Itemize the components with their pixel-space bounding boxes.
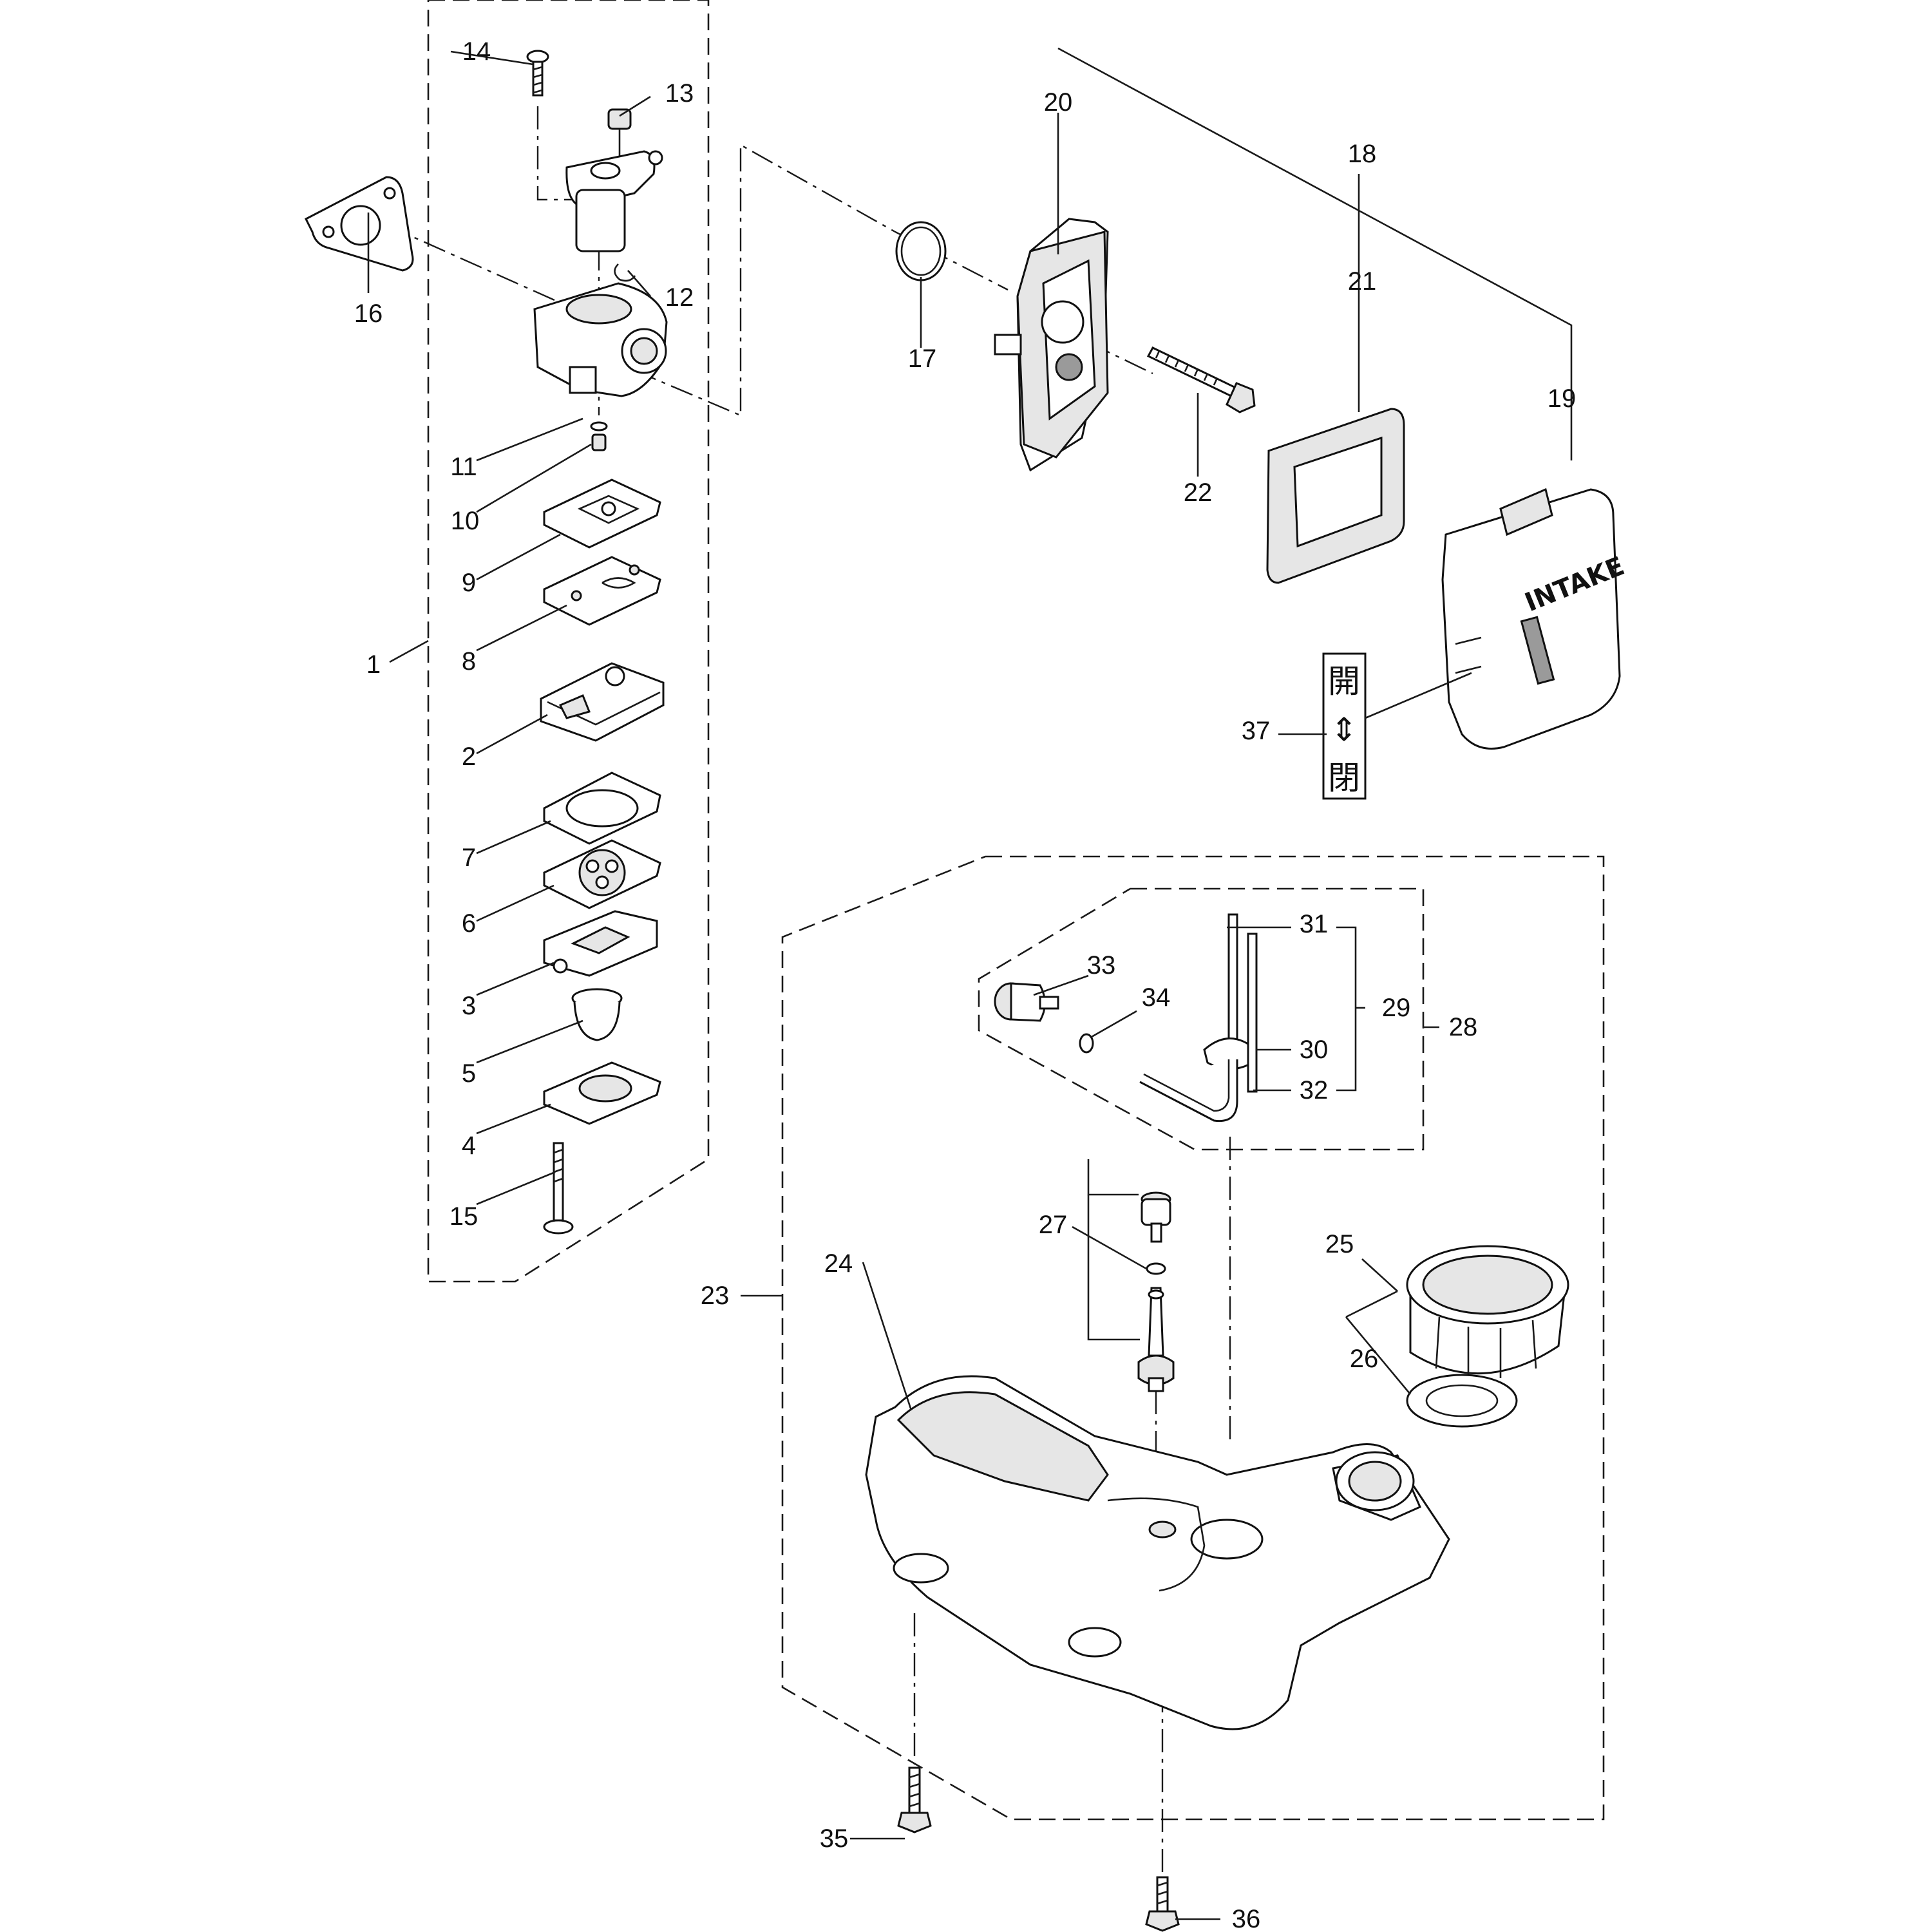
pickup-group-frame — [978, 887, 1425, 1151]
part-24-fuel-tank — [865, 1375, 1450, 1730]
label-arrow-glyph: ⇕ — [1331, 711, 1358, 748]
callout-15: 15 — [450, 1202, 478, 1231]
callout-24: 24 — [824, 1249, 853, 1278]
label-close-glyph: 閉 — [1328, 759, 1360, 797]
part-32-fuel-pipe — [1139, 933, 1258, 1122]
callout-6: 6 — [462, 909, 476, 938]
carburetor-body — [533, 282, 668, 397]
part-10-inlet-needle — [591, 433, 607, 451]
callout-12: 12 — [665, 283, 694, 312]
callout-19: 19 — [1548, 384, 1577, 413]
callout-numbers: 14 13 12 16 11 10 9 8 1 2 7 6 3 5 4 15 2… — [354, 37, 1577, 1932]
part-6-diaphragm — [543, 839, 661, 909]
part-11-o-ring — [590, 421, 608, 431]
part-36-screw — [1145, 1876, 1180, 1932]
callout-31: 31 — [1300, 910, 1329, 938]
part-17-o-ring — [895, 221, 947, 281]
part-14-screw — [526, 50, 549, 97]
callout-34: 34 — [1142, 983, 1171, 1012]
part-4-retainer — [543, 1061, 661, 1125]
part-26-cap-gasket — [1406, 1374, 1518, 1428]
callout-21: 21 — [1348, 267, 1377, 296]
part-7-gasket — [543, 772, 661, 845]
callout-3: 3 — [462, 992, 476, 1020]
callout-23: 23 — [701, 1282, 730, 1310]
fuel-tank-group-frame — [781, 855, 1605, 1821]
callout-28: 28 — [1449, 1013, 1478, 1041]
part-21-air-filter — [1266, 408, 1405, 584]
callout-17: 17 — [908, 345, 937, 373]
part-12-clip — [614, 263, 636, 282]
callout-1: 1 — [366, 650, 381, 679]
part-3-cover — [543, 910, 658, 977]
callout-7: 7 — [462, 844, 476, 872]
part-20-air-cleaner-base — [994, 218, 1109, 472]
callout-8: 8 — [462, 647, 476, 676]
callout-2: 2 — [462, 743, 476, 771]
callout-35: 35 — [820, 1824, 849, 1853]
callout-36: 36 — [1232, 1905, 1261, 1932]
label-open-glyph: 開 — [1328, 663, 1360, 700]
callout-27: 27 — [1039, 1211, 1068, 1239]
callout-22: 22 — [1184, 478, 1213, 507]
callout-16: 16 — [354, 299, 383, 328]
part-25-fuel-cap — [1406, 1245, 1569, 1378]
callout-20: 20 — [1044, 88, 1073, 117]
part-9-gasket — [543, 478, 661, 549]
part-13-idle-screw — [607, 108, 632, 161]
callout-32: 32 — [1300, 1076, 1329, 1104]
throttle-shaft-assembly — [565, 150, 663, 252]
part-27-valve — [1137, 1191, 1175, 1392]
callout-37: 37 — [1242, 717, 1271, 745]
part-2-pump-body — [540, 662, 665, 742]
carburetor-group-frame — [427, 0, 710, 1283]
part-34-clip — [1079, 1033, 1094, 1054]
part-16-insulator-gasket — [304, 176, 414, 272]
callout-9: 9 — [462, 569, 476, 597]
part-37-label: 開 ⇕ 閉 — [1322, 652, 1367, 800]
callout-30: 30 — [1300, 1036, 1329, 1064]
callout-13: 13 — [665, 79, 694, 108]
callout-10: 10 — [451, 507, 480, 535]
part-35-screw — [897, 1766, 932, 1833]
part-15-long-screw — [543, 1142, 574, 1235]
callout-11: 11 — [450, 453, 477, 481]
callout-33: 33 — [1087, 951, 1116, 980]
callout-25: 25 — [1325, 1230, 1354, 1258]
callout-29: 29 — [1382, 994, 1411, 1022]
part-5-primer-bulb — [571, 988, 623, 1041]
part-19-air-cleaner-cover: INTAKE — [1441, 488, 1629, 750]
callout-5: 5 — [462, 1059, 476, 1088]
leader-lines — [367, 47, 1573, 1920]
part-22-bolt — [1146, 346, 1256, 413]
callout-18: 18 — [1348, 140, 1377, 168]
part-8-diaphragm — [543, 556, 661, 626]
callout-4: 4 — [462, 1132, 476, 1160]
callout-14: 14 — [462, 37, 491, 66]
part-33-fuel-filter — [994, 982, 1059, 1022]
callout-26: 26 — [1350, 1345, 1379, 1373]
